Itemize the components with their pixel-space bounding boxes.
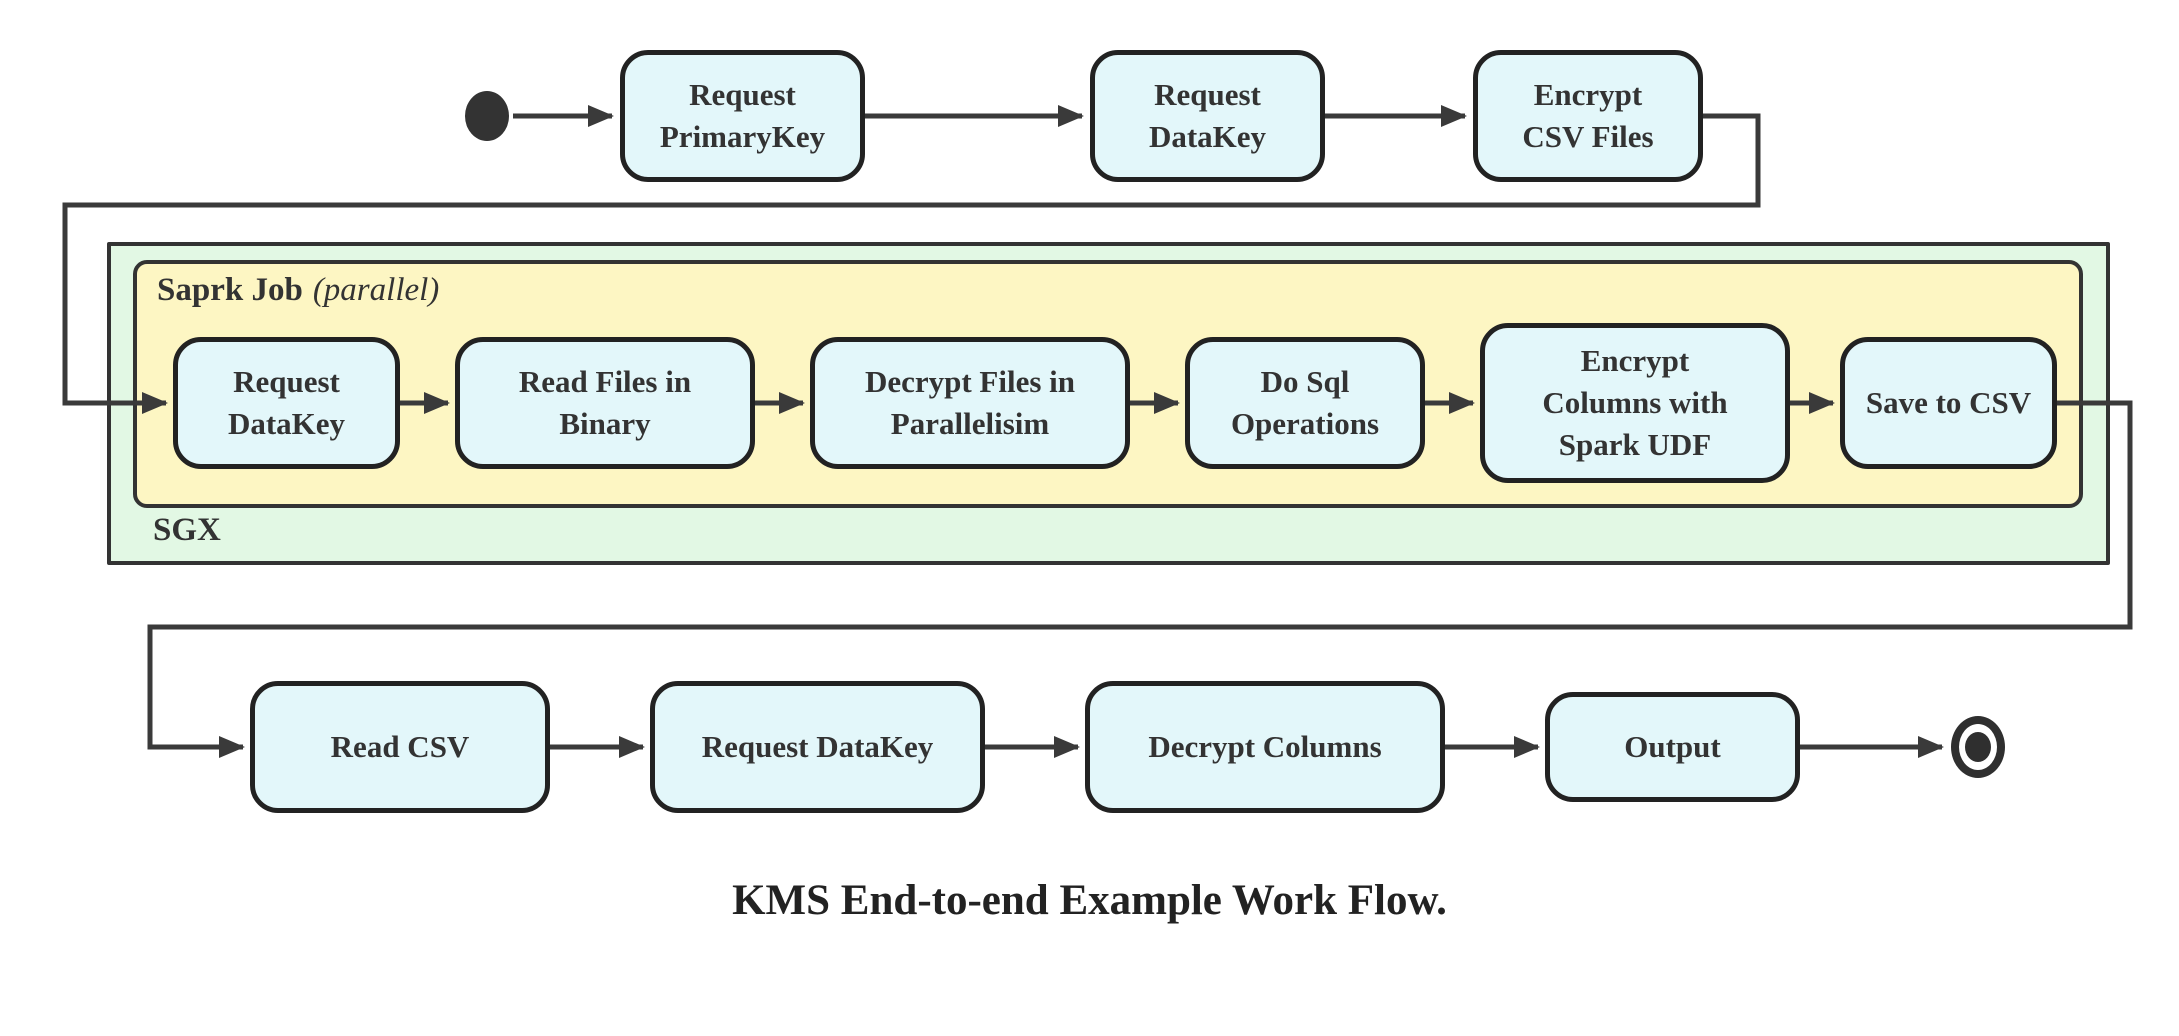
node-decrypt-files-in-parallelisim: Decrypt Files in Parallelisim [810, 337, 1130, 469]
node-encrypt-columns-with-spark-udf: Encrypt Columns with Spark UDF [1480, 323, 1790, 483]
node-do-sql-operations: Do Sql Operations [1185, 337, 1425, 469]
sgx-label: SGX [153, 512, 221, 548]
spark-job-label: Saprk Job(parallel) [157, 272, 439, 309]
node-request-datakey-bottom: Request DataKey [650, 681, 985, 813]
spark-job-annotation: (parallel) [312, 272, 440, 308]
node-decrypt-columns: Decrypt Columns [1085, 681, 1445, 813]
node-request-datakey-mid: Request DataKey [173, 337, 400, 469]
end-state-dot [1965, 732, 1991, 762]
end-state-icon [1951, 716, 2005, 778]
node-output: Output [1545, 692, 1800, 802]
node-read-files-in-binary: Read Files in Binary [455, 337, 755, 469]
start-state-icon [465, 91, 509, 141]
node-encrypt-csv-files: Encrypt CSV Files [1473, 50, 1703, 182]
node-request-primarykey: Request PrimaryKey [620, 50, 865, 182]
spark-job-title: Saprk Job [157, 272, 303, 308]
node-save-to-csv: Save to CSV [1840, 337, 2057, 469]
diagram-caption: KMS End-to-end Example Work Flow. [732, 877, 1447, 924]
node-request-datakey-top: Request DataKey [1090, 50, 1325, 182]
node-read-csv: Read CSV [250, 681, 550, 813]
